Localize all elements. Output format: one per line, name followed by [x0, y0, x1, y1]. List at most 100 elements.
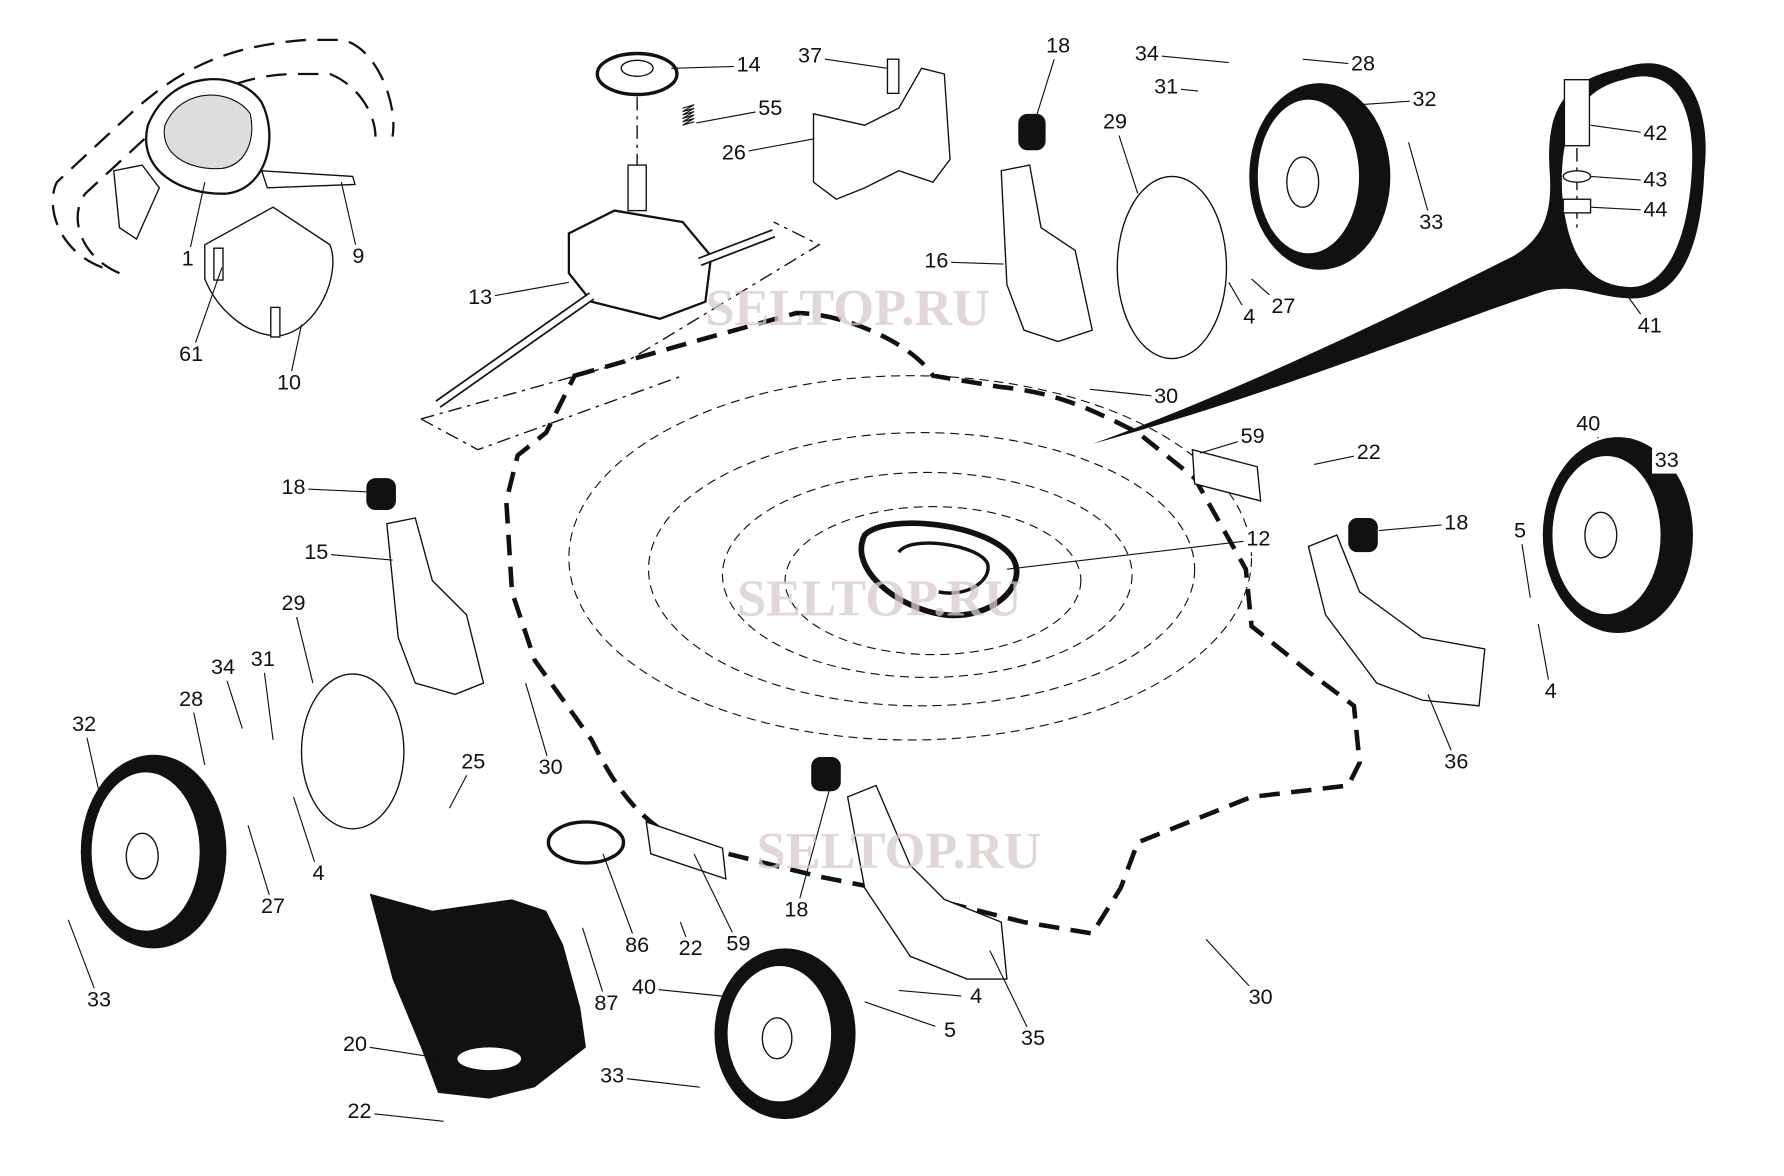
part-number-label: 18	[1444, 509, 1468, 534]
axle-inner	[436, 293, 594, 407]
part-number-label: 36	[1444, 748, 1468, 773]
label-background	[1151, 75, 1181, 101]
label-background	[69, 712, 99, 738]
bracket	[812, 67, 951, 201]
label-background	[1043, 34, 1073, 60]
grip	[1018, 113, 1046, 151]
label-background	[535, 755, 566, 781]
part-number-label: 5	[944, 1017, 956, 1042]
centerline	[420, 375, 683, 451]
label-background	[172, 247, 203, 273]
label-background	[274, 371, 304, 397]
part-number-label: 33	[87, 986, 111, 1011]
label-background	[84, 988, 114, 1014]
leader-line	[262, 660, 274, 741]
wheel-front-left	[714, 948, 856, 1120]
label-background	[301, 540, 332, 566]
watermark-text: SELTOP.RU	[737, 569, 1022, 627]
label-background	[176, 687, 206, 713]
label-background	[781, 898, 812, 924]
grip	[366, 478, 396, 511]
part-number-label: 20	[343, 1031, 367, 1056]
part-number-label: 26	[722, 139, 746, 164]
deck-center-opening	[858, 520, 1020, 619]
leader-line	[187, 182, 206, 260]
pulley-hub	[620, 59, 654, 77]
part-number-label: 35	[1021, 1025, 1045, 1050]
leader-line	[602, 853, 638, 947]
part-number-label: 59	[726, 931, 750, 956]
label-background	[622, 933, 652, 959]
label-background	[1640, 198, 1671, 224]
leader-line	[1006, 539, 1259, 570]
part-number-label: 29	[282, 590, 306, 615]
label-background	[1348, 52, 1378, 78]
part-number-label: 43	[1643, 167, 1667, 192]
leader-line	[190, 267, 223, 356]
part-number-label: 16	[924, 248, 948, 273]
label-background	[1100, 110, 1130, 136]
label-background	[1535, 679, 1566, 705]
part-number-label: 4	[1243, 303, 1255, 328]
rear-flap-opening	[457, 1047, 522, 1071]
part-number-label: 28	[1351, 51, 1375, 76]
part-number-label: 10	[277, 369, 301, 394]
part-number-label: 30	[1154, 383, 1178, 408]
label-background	[1151, 384, 1181, 410]
part-number-label: 15	[304, 539, 328, 564]
part-number-label: 33	[600, 1063, 624, 1088]
label-background	[303, 861, 334, 887]
screw	[270, 306, 281, 338]
label-background	[258, 894, 288, 920]
part-number-label: 33	[1655, 447, 1679, 472]
part-number-label: 44	[1643, 196, 1667, 221]
leader-line	[1407, 142, 1432, 224]
label-background	[1652, 448, 1682, 474]
leader-line	[292, 604, 314, 684]
label-background	[278, 475, 309, 501]
plate	[204, 206, 334, 337]
screw	[213, 247, 224, 281]
height-adjuster	[1307, 534, 1486, 707]
part-number-label: 12	[1246, 525, 1270, 550]
part-number-label: 29	[1103, 109, 1127, 134]
wheel-hubcap	[300, 673, 405, 830]
part-number-label: 34	[211, 654, 235, 679]
grip	[811, 757, 841, 792]
label-background	[278, 591, 309, 618]
label-background	[597, 1064, 627, 1090]
part-number-label: 22	[679, 935, 703, 960]
watermark-text: SELTOP.RU	[757, 822, 1042, 880]
control-bail-right	[260, 170, 356, 189]
part-number-label: 4	[1545, 678, 1557, 703]
label-background	[248, 647, 278, 673]
part-number-label: 61	[179, 341, 203, 366]
part-number-label: 37	[798, 43, 822, 68]
label-background	[344, 1099, 375, 1125]
label-background	[629, 975, 659, 1001]
label-background	[755, 96, 786, 122]
plate	[645, 820, 727, 880]
part-number-label: 42	[1643, 120, 1667, 145]
label-background	[1018, 1026, 1048, 1052]
label-background	[723, 932, 754, 958]
part-number-label: 30	[539, 754, 563, 779]
label-background	[1505, 519, 1535, 545]
part-number-label: 27	[1271, 293, 1295, 318]
part-number-label: 59	[1241, 423, 1265, 448]
label-background	[733, 53, 764, 79]
part-number-label: 22	[1357, 439, 1381, 464]
spring	[682, 104, 695, 126]
label-background	[921, 249, 952, 275]
leader-line	[67, 919, 100, 1001]
leader-line	[989, 950, 1034, 1040]
label-background	[1634, 314, 1665, 340]
part-number-label: 86	[625, 932, 649, 957]
lock-washer	[1562, 170, 1592, 183]
label-background	[935, 1018, 965, 1044]
label-background	[176, 342, 206, 368]
label-background	[1409, 87, 1440, 113]
part-number-label: 18	[1046, 32, 1070, 57]
